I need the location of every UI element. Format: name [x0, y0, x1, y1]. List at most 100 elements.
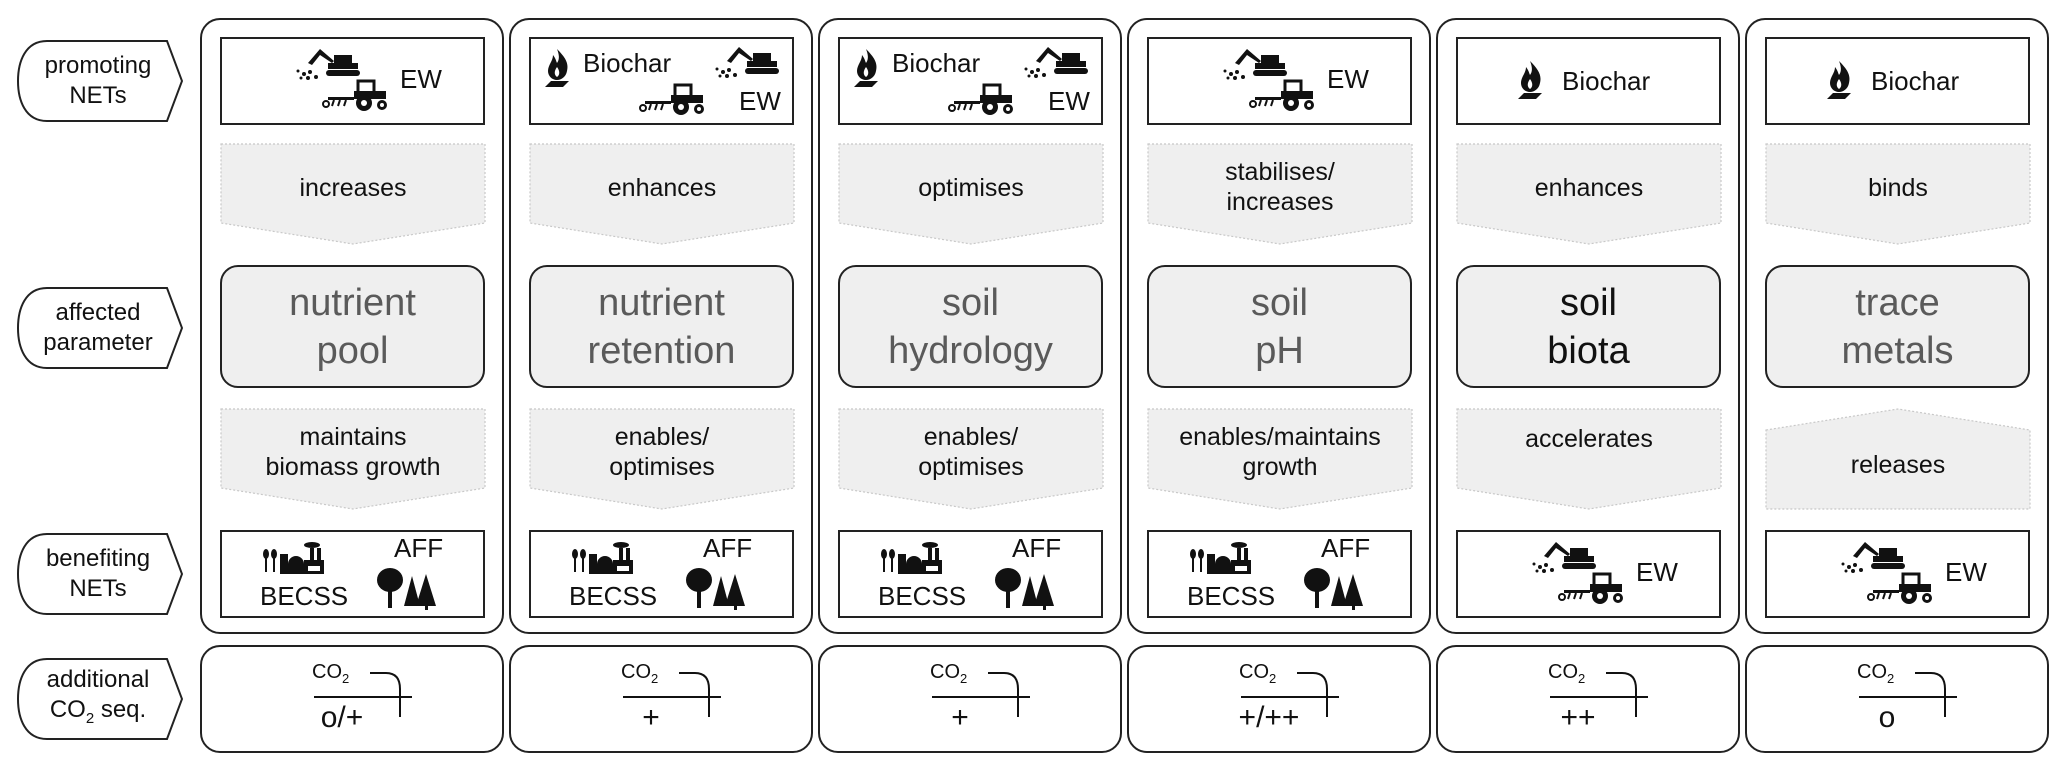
arrow-label-line: optimises	[609, 453, 715, 481]
arrow-label-line: releases	[1850, 451, 1946, 479]
parameter-line: soil	[941, 281, 1000, 324]
becss-label: BECSS	[878, 581, 967, 611]
tractor-icon	[948, 83, 1016, 117]
aff-label: AFF	[703, 533, 753, 563]
benefiting-nets-box: BECSS AFF	[1147, 530, 1412, 618]
ew-label: EW	[1327, 64, 1369, 94]
arrow-label-line: binds	[1868, 174, 1928, 202]
afforestation-trees-icon	[376, 566, 438, 612]
co2-text: CO	[1239, 661, 1269, 683]
excavator-icon	[1221, 47, 1291, 81]
parameter-line: soil	[1250, 281, 1309, 324]
arrow-shape	[220, 143, 486, 245]
effect-arrow-top: enhances	[1456, 143, 1722, 245]
parameter-line: pH	[1255, 329, 1304, 372]
arrow-label-line: enhances	[1534, 174, 1644, 202]
parameter-line: retention	[587, 329, 736, 372]
co2-label: CO2	[1548, 661, 1585, 686]
parameter-line: soil	[1559, 281, 1618, 324]
arrow-label-line: optimises	[918, 453, 1024, 481]
arrow-label-line: maintains	[299, 423, 407, 451]
tractor-icon	[639, 83, 707, 117]
arrow-shape	[1456, 408, 1722, 510]
co2-subscript: 2	[651, 671, 659, 686]
effect-arrow-top: enhances	[529, 143, 795, 245]
label-line: NETs	[69, 575, 127, 602]
becss-label: BECSS	[1187, 581, 1276, 611]
biochar-label: Biochar	[1871, 66, 1960, 96]
parameter-line: biota	[1547, 329, 1630, 372]
arrow-label-line: increases	[299, 174, 407, 202]
effect-arrow-bottom: enables/optimises	[838, 408, 1104, 510]
co2-sequestration-value: +/++	[1238, 701, 1300, 734]
co2-label: CO2	[621, 661, 658, 686]
arrow-label-line: optimises	[918, 174, 1024, 202]
label-line: CO2 seq.	[49, 695, 147, 727]
becss-icon	[571, 542, 635, 576]
benefiting-nets-box: EW	[1765, 530, 2030, 618]
arrow-shape	[529, 408, 795, 510]
ew-label: EW	[400, 64, 442, 94]
excavator-icon	[294, 47, 364, 81]
arrow-shape	[838, 143, 1104, 245]
excavator-icon	[1839, 540, 1909, 574]
arrow-label-line: biomass growth	[265, 453, 441, 481]
effect-arrow-bottom: releases	[1765, 408, 2031, 510]
label-line: benefiting	[45, 545, 151, 572]
biochar-flame-icon	[852, 47, 880, 89]
afforestation-trees-icon	[1303, 566, 1365, 612]
label-shape	[17, 40, 183, 122]
arrow-shape	[838, 408, 1104, 510]
biochar-flame-icon	[1516, 59, 1544, 101]
arrow-shape	[529, 143, 795, 245]
co2-sequestration-value: o/+	[320, 701, 364, 734]
co2-sequestration-box: CO2+	[818, 645, 1122, 753]
effect-arrow-top: stabilises/increases	[1147, 143, 1413, 245]
ew-label: EW	[1048, 86, 1090, 116]
biochar-label: Biochar	[1562, 66, 1651, 96]
becss-icon	[880, 542, 944, 576]
arrow-shape	[1765, 408, 2031, 510]
co2-text: CO	[1857, 661, 1887, 683]
becss-label: BECSS	[260, 581, 349, 611]
co2-label: CO2	[930, 661, 967, 686]
tractor-icon	[1249, 79, 1317, 113]
becss-icon	[262, 542, 326, 576]
label-line: NETs	[69, 82, 127, 109]
parameter-line: metals	[1841, 329, 1954, 372]
aff-label: AFF	[1321, 533, 1371, 563]
affected-parameter-box: trace metals	[1765, 265, 2030, 388]
co2-text: CO	[621, 661, 651, 683]
arrow-label-line: stabilises/	[1225, 158, 1335, 186]
effect-arrow-top: increases	[220, 143, 486, 245]
arrow-label-line: accelerates	[1525, 425, 1653, 453]
co2-sequestration-value: +	[642, 701, 660, 734]
arrow-label-line: enables/maintains	[1179, 423, 1381, 451]
co2-subscript: 2	[960, 671, 968, 686]
co2-label: CO2	[1857, 661, 1894, 686]
co2-subscript: 2	[342, 671, 350, 686]
afforestation-trees-icon	[685, 566, 747, 612]
effect-arrow-bottom: enables/optimises	[529, 408, 795, 510]
promoting-nets-box: EW	[220, 37, 485, 125]
parameter-line: nutrient	[289, 281, 416, 324]
ew-label: EW	[739, 86, 781, 116]
parameter-line: trace	[1855, 281, 1940, 324]
label-line: promoting	[44, 52, 152, 79]
co2-text: CO	[930, 661, 960, 683]
label-line: additional	[46, 665, 150, 693]
effect-arrow-top: optimises	[838, 143, 1104, 245]
